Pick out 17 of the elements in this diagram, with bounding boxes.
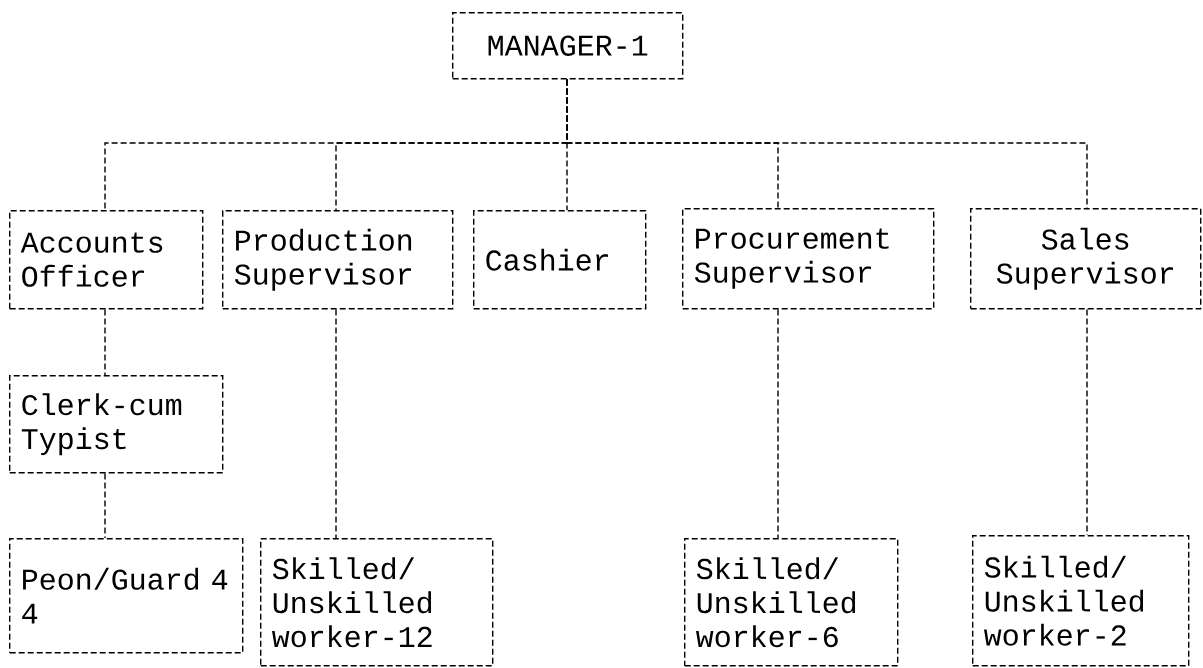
org-box: Accounts Officer — [9, 210, 204, 310]
connector-line — [335, 308, 337, 539]
org-box: Production Supervisor — [222, 210, 454, 310]
connector-line — [104, 472, 106, 539]
connector-line — [566, 78, 1088, 209]
connector-line — [1086, 308, 1088, 536]
org-box: Clerk-cum Typist — [9, 375, 224, 474]
org-box: Skilled/ Unskilled worker-2 — [972, 535, 1190, 667]
org-box: Peon/Guard 4 4 — [9, 538, 244, 654]
org-box: Skilled/ Unskilled worker-6 — [684, 538, 899, 667]
org-box: Procurement Supervisor — [682, 208, 935, 310]
connector-line — [104, 308, 106, 376]
org-box: Skilled/ Unskilled worker-12 — [260, 538, 494, 667]
connector-line — [777, 308, 779, 539]
org-box: MANAGER-1 — [452, 12, 684, 80]
org-box: Sales Supervisor — [970, 208, 1202, 310]
org-box: Cashier — [473, 210, 647, 310]
